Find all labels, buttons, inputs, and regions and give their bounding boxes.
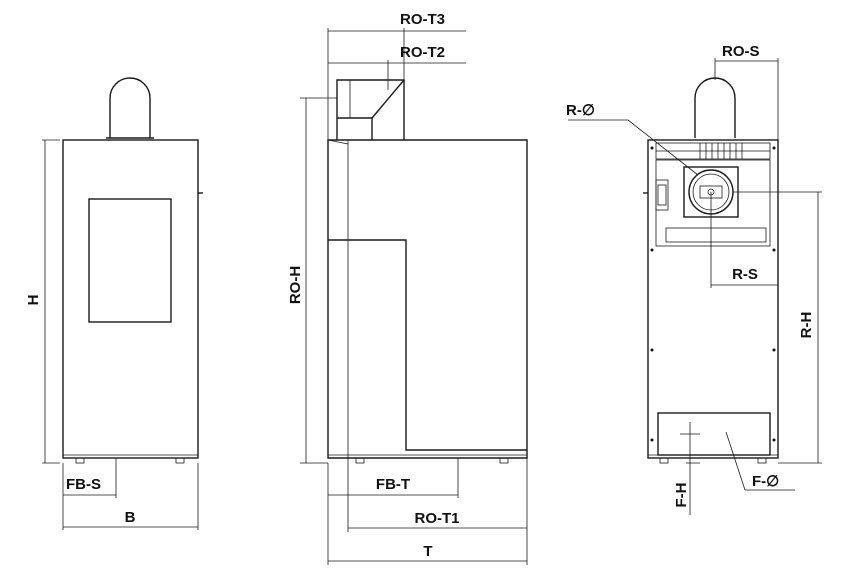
rear-screws bbox=[650, 146, 776, 442]
label-h: H bbox=[25, 295, 42, 306]
label-r-diam: R-∅ bbox=[566, 102, 595, 119]
label-r-s: R-S bbox=[732, 266, 758, 283]
front-body bbox=[62, 139, 199, 459]
label-ro-s: RO-S bbox=[722, 43, 760, 60]
side-flue-elbow bbox=[336, 79, 405, 140]
rear-vent-slots bbox=[699, 143, 743, 159]
label-ro-t2: RO-T2 bbox=[400, 44, 445, 61]
leader-r-diam bbox=[627, 119, 699, 176]
side-body bbox=[327, 139, 528, 459]
label-ro-t3: RO-T3 bbox=[400, 11, 445, 28]
rear-view: RO-S R-∅ R-S R-H F-H F-∅ bbox=[566, 43, 822, 515]
rear-flue-pipe bbox=[694, 77, 736, 138]
leader-f-diam bbox=[725, 431, 746, 491]
front-window bbox=[88, 198, 172, 323]
front-flue-pipe bbox=[109, 77, 151, 138]
label-f-diam: F-∅ bbox=[752, 473, 779, 490]
label-ro-t1: RO-T1 bbox=[415, 510, 460, 527]
label-t: T bbox=[423, 543, 432, 560]
rear-body bbox=[647, 139, 779, 459]
side-view: RO-T3 RO-T2 RO-H FB-T RO-T1 T bbox=[287, 11, 528, 565]
label-r-h: R-H bbox=[798, 312, 815, 339]
label-fb-t: FB-T bbox=[376, 476, 410, 493]
label-ro-h: RO-H bbox=[287, 266, 304, 304]
label-fb-s: FB-S bbox=[66, 476, 101, 493]
rear-inlet-box bbox=[657, 412, 771, 456]
label-f-h: F-H bbox=[673, 483, 690, 508]
front-view: H FB-S B bbox=[25, 77, 203, 530]
label-b: B bbox=[125, 509, 136, 526]
